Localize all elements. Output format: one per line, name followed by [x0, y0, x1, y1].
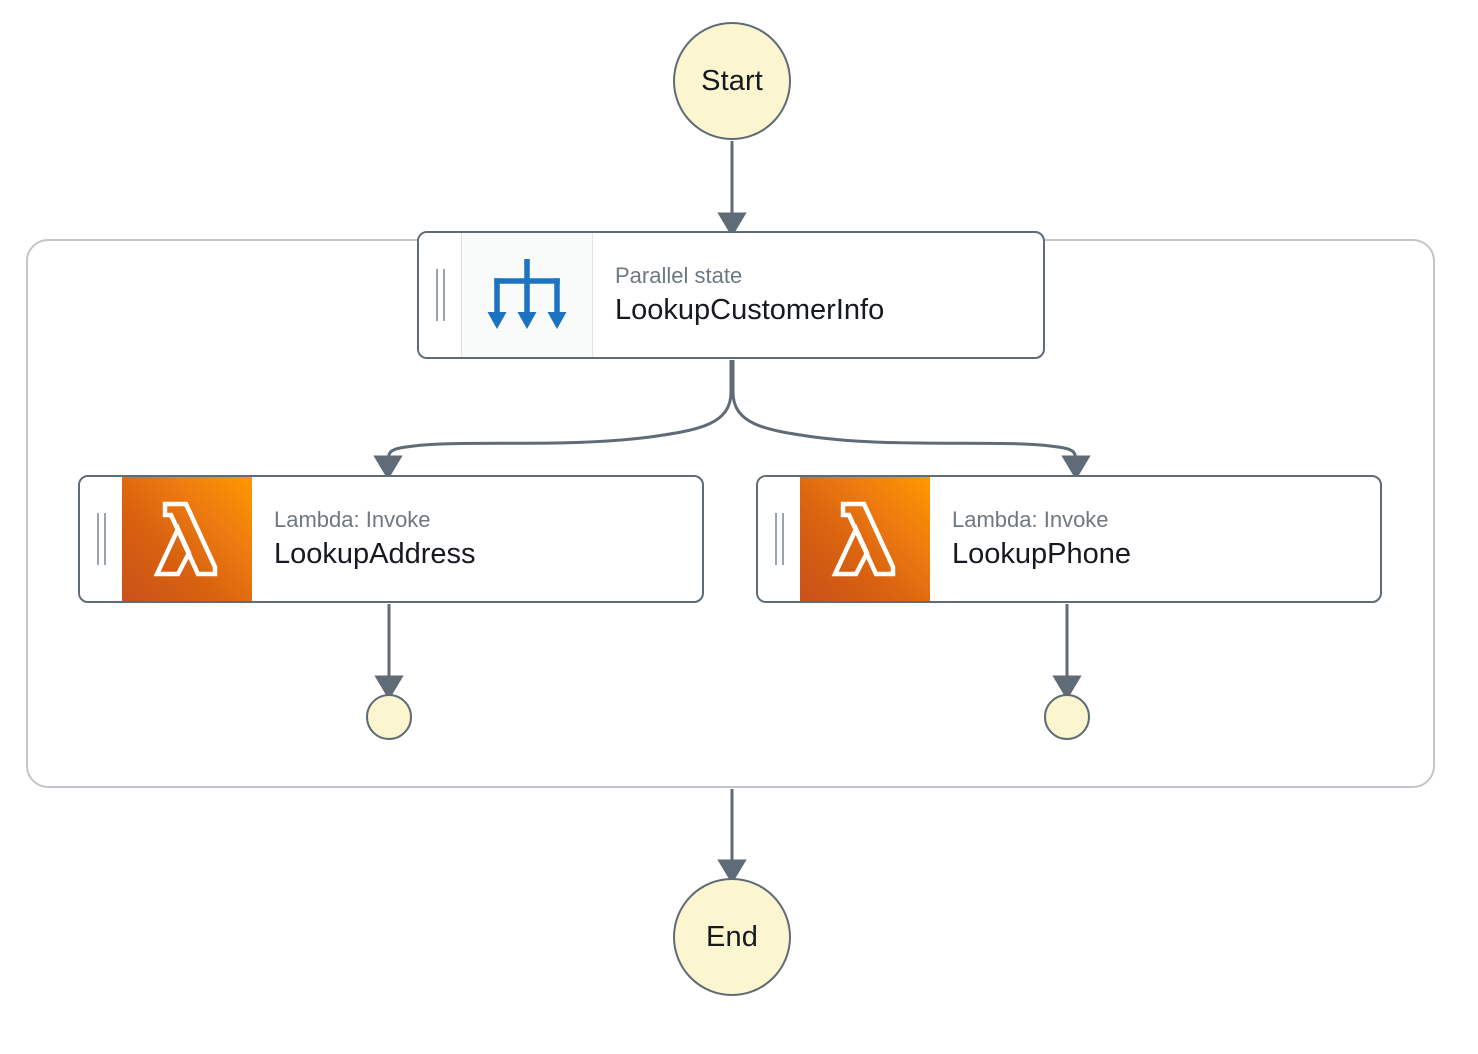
grip-bar	[103, 513, 106, 565]
lambda-left-subtitle: Lambda: Invoke	[274, 507, 431, 533]
drag-handle-grip[interactable]	[758, 477, 800, 601]
grip-bar	[781, 513, 784, 565]
parallel-state-labels: Parallel state LookupCustomerInfo	[593, 233, 1043, 357]
grip-bar	[442, 269, 445, 321]
aws-lambda-icon	[800, 477, 930, 601]
drag-handle-grip[interactable]	[80, 477, 122, 601]
lambda-node-lookupaddress[interactable]: Lambda: Invoke LookupAddress	[78, 475, 704, 603]
end-node[interactable]: End	[673, 878, 791, 996]
branch-end-terminal-right[interactable]	[1044, 694, 1090, 740]
branch-end-terminal-left[interactable]	[366, 694, 412, 740]
start-node-label: Start	[701, 64, 763, 97]
parallel-state-title: LookupCustomerInfo	[615, 293, 885, 326]
lambda-left-title: LookupAddress	[274, 537, 476, 570]
drag-handle-grip[interactable]	[419, 233, 461, 357]
end-node-label: End	[706, 920, 758, 953]
grip-bar	[96, 513, 99, 565]
lambda-node-lookupphone[interactable]: Lambda: Invoke LookupPhone	[756, 475, 1382, 603]
aws-lambda-icon	[122, 477, 252, 601]
lambda-right-labels: Lambda: Invoke LookupPhone	[930, 477, 1380, 601]
grip-bar	[435, 269, 438, 321]
start-node[interactable]: Start	[673, 22, 791, 140]
lambda-right-subtitle: Lambda: Invoke	[952, 507, 1109, 533]
grip-bar	[774, 513, 777, 565]
parallel-split-icon	[461, 233, 593, 357]
parallel-state-node[interactable]: Parallel state LookupCustomerInfo	[417, 231, 1045, 359]
parallel-state-subtitle: Parallel state	[615, 263, 743, 289]
lambda-right-title: LookupPhone	[952, 537, 1131, 570]
lambda-left-labels: Lambda: Invoke LookupAddress	[252, 477, 702, 601]
